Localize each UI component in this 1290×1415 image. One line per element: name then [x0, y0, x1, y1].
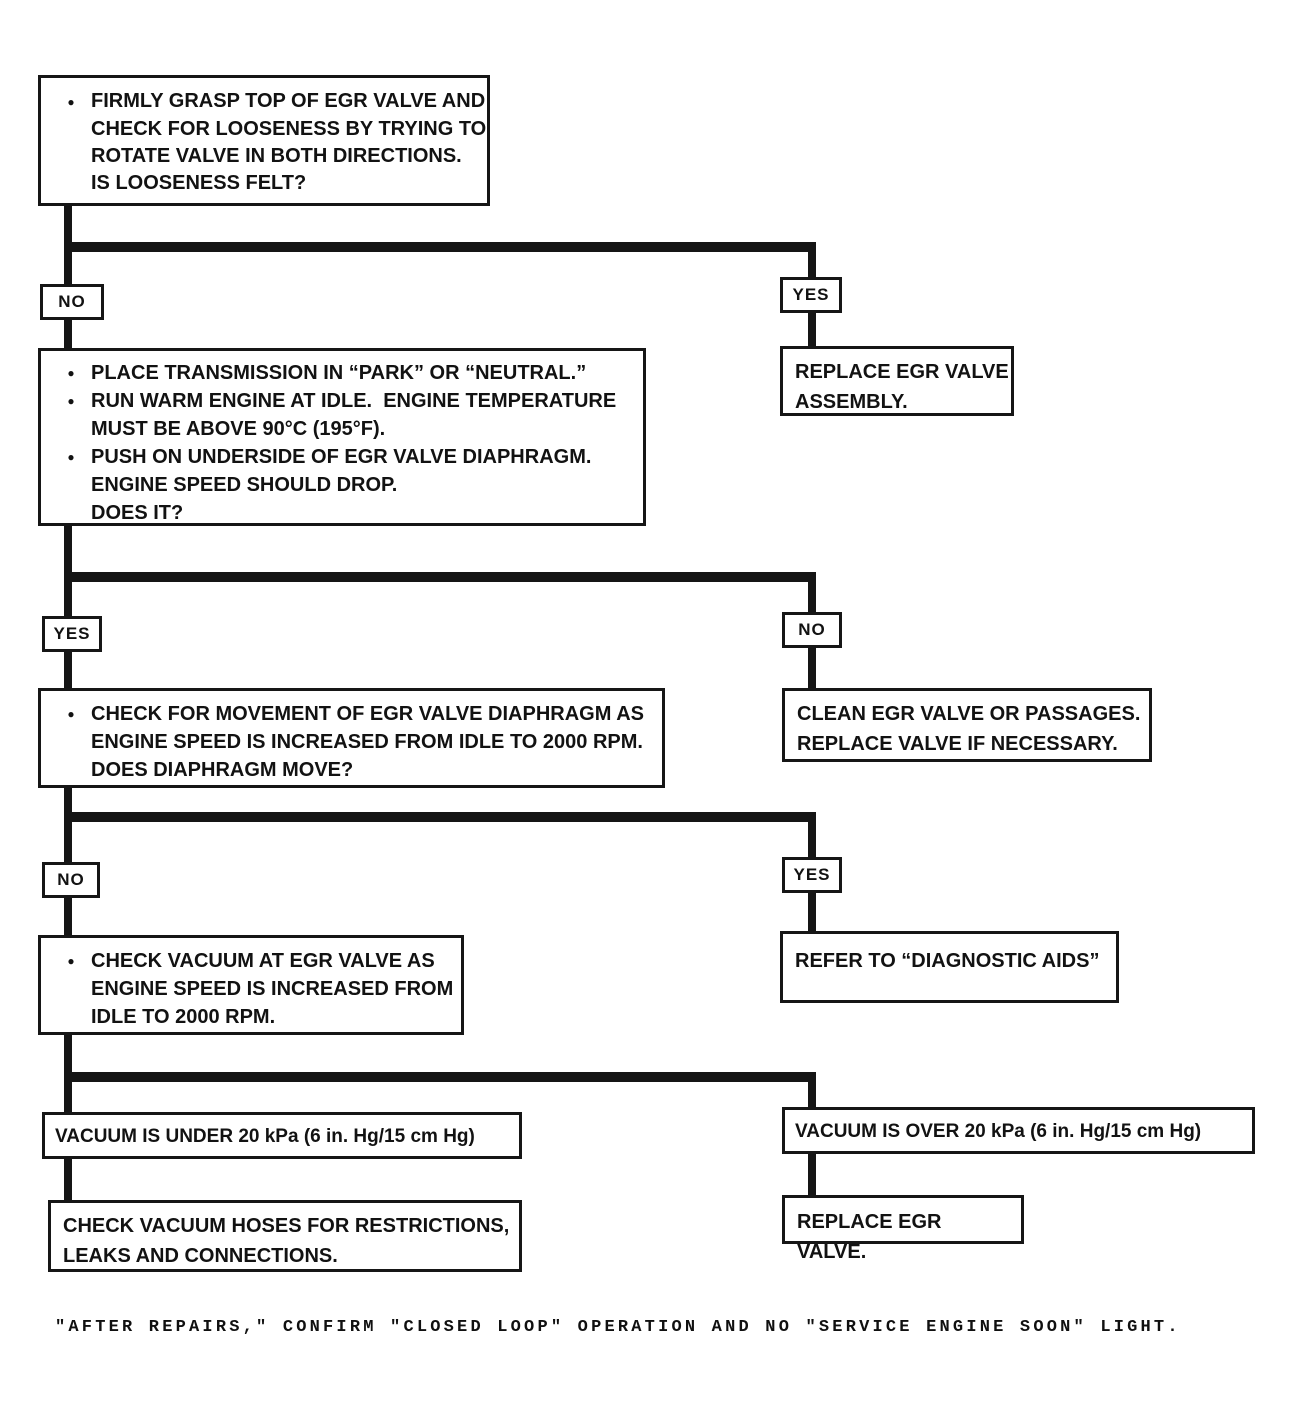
step-text: IDLE TO 2000 RPM. — [91, 1006, 276, 1028]
term-text: REFER TO “DIAGNOSTIC AIDS” — [795, 950, 1100, 972]
connector-no1-to-step2 — [64, 318, 72, 350]
step-text: PUSH ON UNDERSIDE OF EGR VALVE DIAPHRAGM… — [91, 446, 592, 468]
step-text: DOES IT? — [91, 502, 184, 524]
connector-step3-stem — [64, 786, 72, 816]
bullet-icon: ● — [67, 366, 75, 380]
node-check-diaphragm-movement: ● CHECK FOR MOVEMENT OF EGR VALVE DIAPHRA… — [38, 688, 665, 788]
connector-yes2-to-step3 — [64, 650, 72, 690]
bullet-icon: ● — [67, 954, 75, 968]
bullet-icon — [51, 728, 91, 756]
node-check-vacuum-hoses: CHECK VACUUM HOSES FOR RESTRICTIONS, LEA… — [48, 1200, 522, 1272]
connector-branch1 — [64, 242, 816, 252]
bullet-icon — [51, 143, 91, 170]
term-text: LEAKS AND CONNECTIONS. — [63, 1245, 338, 1267]
step-line: ROTATE VALVE IN BOTH DIRECTIONS. — [51, 143, 483, 170]
connector-branch1-yes — [808, 252, 816, 279]
step-line: DOES DIAPHRAGM MOVE? — [51, 756, 658, 784]
step-text: PLACE TRANSMISSION IN “PARK” OR “NEUTRAL… — [91, 362, 587, 384]
step-text: CHECK VACUUM AT EGR VALVE AS — [91, 950, 435, 972]
bullet-icon: ● — [67, 707, 75, 721]
connector-over-to-replace-valve — [808, 1152, 816, 1197]
label-yes-3: YES — [782, 857, 842, 893]
step-line: ENGINE SPEED IS INCREASED FROM IDLE TO 2… — [51, 728, 658, 756]
step-line: ● CHECK FOR MOVEMENT OF EGR VALVE DIAPHRA… — [51, 700, 658, 728]
node-clean-egr-valve: CLEAN EGR VALVE OR PASSAGES. REPLACE VAL… — [782, 688, 1152, 762]
connector-branch3-yes — [808, 822, 816, 859]
connector-no2-to-clean-valve — [808, 646, 816, 690]
connector-branch2-yes — [64, 582, 72, 618]
connector-branch4-under — [64, 1082, 72, 1114]
footer-note: "AFTER REPAIRS," CONFIRM "CLOSED LOOP" O… — [55, 1318, 1181, 1337]
step-text: DOES DIAPHRAGM MOVE? — [91, 759, 354, 781]
node-replace-egr-valve: REPLACE EGR VALVE. — [782, 1195, 1024, 1263]
term-text: CLEAN EGR VALVE OR PASSAGES. — [797, 703, 1141, 725]
node-refer-diagnostic-aids: REFER TO “DIAGNOSTIC AIDS” — [780, 931, 1119, 1003]
step-text: FIRMLY GRASP TOP OF EGR VALVE AND — [91, 90, 486, 112]
connector-yes1-to-replace-assembly — [808, 311, 816, 348]
term-text: ASSEMBLY. — [795, 391, 908, 413]
label-yes-1: YES — [780, 277, 842, 313]
step-line: MUST BE ABOVE 90°C (195°F). — [51, 415, 639, 443]
term-text: REPLACE EGR VALVE — [795, 361, 1009, 383]
connector-branch4-over — [808, 1082, 816, 1109]
bullet-icon — [51, 756, 91, 784]
step-line: ● RUN WARM ENGINE AT IDLE. ENGINE TEMPERA… — [51, 387, 639, 415]
connector-under-to-check-hoses — [64, 1157, 72, 1202]
step-text: RUN WARM ENGINE AT IDLE. ENGINE TEMPERAT… — [91, 390, 617, 412]
connector-branch3 — [64, 812, 816, 822]
connector-branch4 — [64, 1072, 816, 1082]
step-text: ROTATE VALVE IN BOTH DIRECTIONS. — [91, 145, 462, 167]
label-no-3: NO — [42, 862, 100, 898]
connector-branch2 — [64, 572, 816, 582]
connector-step2-stem — [64, 524, 72, 572]
node-vacuum-under-20kpa: VACUUM IS UNDER 20 kPa (6 in. Hg/15 cm H… — [42, 1112, 522, 1159]
connector-branch1-no — [64, 252, 72, 286]
connector-no3-to-step4 — [64, 896, 72, 937]
term-text: REPLACE VALVE IF NECESSARY. — [797, 733, 1118, 755]
step-line: ENGINE SPEED IS INCREASED FROM — [51, 975, 457, 1003]
node-check-looseness: ● FIRMLY GRASP TOP OF EGR VALVE AND CHECK… — [38, 75, 490, 206]
bullet-icon — [51, 1003, 91, 1031]
step-line: ● CHECK VACUUM AT EGR VALVE AS — [51, 947, 457, 975]
bullet-icon: ● — [67, 394, 75, 408]
bullet-icon — [51, 116, 91, 143]
bullet-icon — [51, 499, 91, 527]
connector-yes3-to-refer-aids — [808, 891, 816, 933]
node-warm-engine-push-diaphragm: ● PLACE TRANSMISSION IN “PARK” OR “NEUTRA… — [38, 348, 646, 526]
bullet-icon — [51, 415, 91, 443]
node-check-vacuum: ● CHECK VACUUM AT EGR VALVE AS ENGINE SPE… — [38, 935, 464, 1035]
bullet-icon — [51, 471, 91, 499]
bullet-icon — [51, 975, 91, 1003]
node-vacuum-over-20kpa: VACUUM IS OVER 20 kPa (6 in. Hg/15 cm Hg… — [782, 1107, 1255, 1154]
label-yes-2: YES — [42, 616, 102, 652]
step-line: CHECK FOR LOOSENESS BY TRYING TO — [51, 116, 487, 143]
step-line: ● FIRMLY GRASP TOP OF EGR VALVE AND — [51, 88, 486, 116]
step-text: CHECK FOR MOVEMENT OF EGR VALVE DIAPHRAG… — [91, 703, 644, 725]
step-text: CHECK FOR LOOSENESS BY TRYING TO — [91, 118, 487, 140]
connector-branch3-no — [64, 822, 72, 864]
step-text: ENGINE SPEED SHOULD DROP. — [91, 474, 398, 496]
label-no-1: NO — [40, 284, 104, 320]
step-text: MUST BE ABOVE 90°C (195°F). — [91, 418, 386, 440]
connector-step4-stem — [64, 1033, 72, 1076]
label-no-2: NO — [782, 612, 842, 648]
step-line: ● PUSH ON UNDERSIDE OF EGR VALVE DIAPHRAG… — [51, 443, 639, 471]
step-line: ● PLACE TRANSMISSION IN “PARK” OR “NEUTRA… — [51, 359, 639, 387]
term-text: CHECK VACUUM HOSES FOR RESTRICTIONS, — [63, 1215, 510, 1237]
connector-step1-stem — [64, 203, 72, 252]
step-line: IDLE TO 2000 RPM. — [51, 1003, 457, 1031]
bullet-icon — [51, 170, 91, 197]
step-line: ENGINE SPEED SHOULD DROP. — [51, 471, 639, 499]
node-replace-egr-assembly: REPLACE EGR VALVE ASSEMBLY. — [780, 346, 1014, 416]
step-line: DOES IT? — [51, 499, 639, 527]
bullet-icon: ● — [67, 95, 75, 109]
bullet-icon: ● — [67, 450, 75, 464]
connector-branch2-no — [808, 582, 816, 614]
step-text: ENGINE SPEED IS INCREASED FROM IDLE TO 2… — [91, 731, 643, 753]
step-text: ENGINE SPEED IS INCREASED FROM — [91, 978, 454, 1000]
step-line: IS LOOSENESS FELT? — [51, 170, 483, 197]
step-text: IS LOOSENESS FELT? — [91, 172, 307, 194]
